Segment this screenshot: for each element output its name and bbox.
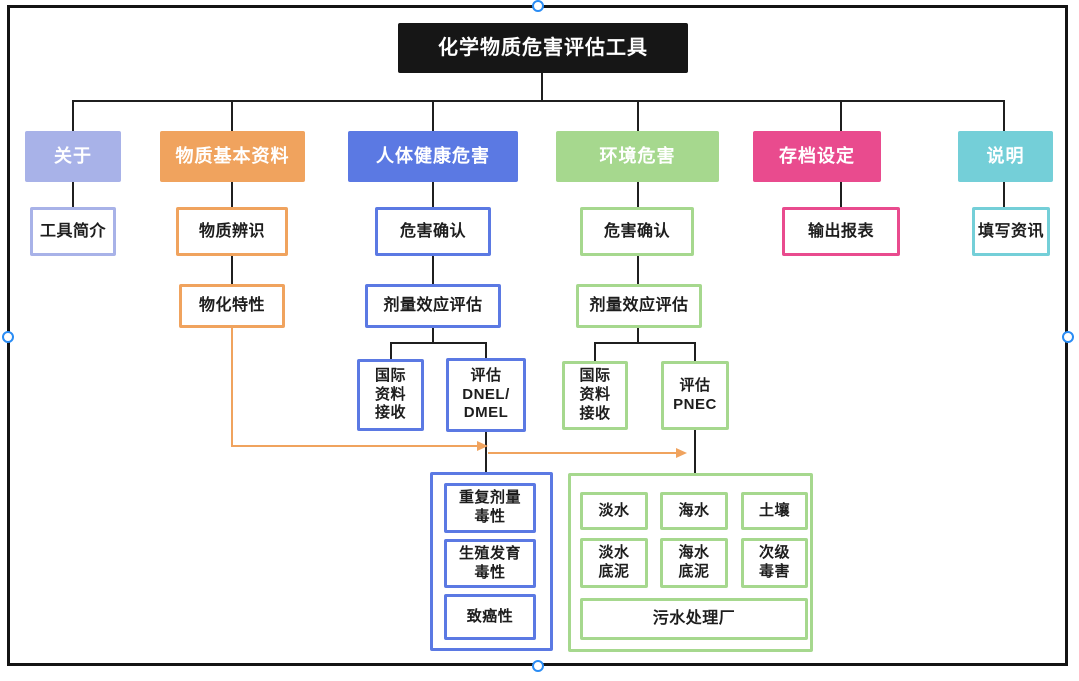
node-carcinogenicity[interactable]: 致癌性 [444,594,536,640]
connector-line [637,256,639,284]
connector-line [840,100,842,131]
connector-line [637,328,639,344]
node-env-dose-response[interactable]: 剂量效应评估 [576,284,702,328]
node-substance-identification[interactable]: 物质辨识 [176,207,288,256]
node-assess-pnec[interactable]: 评估 PNEC [661,361,729,430]
node-archive-settings[interactable]: 存档设定 [753,131,881,182]
resize-handle-bottom[interactable] [532,660,544,672]
connector-line [637,100,639,131]
flow-line [231,445,477,447]
node-health-international-data[interactable]: 国际 资料 接收 [357,359,424,431]
arrowhead-icon [676,448,687,458]
node-root-title[interactable]: 化学物质危害评估工具 [398,23,688,73]
connector-line [840,182,842,207]
node-soil[interactable]: 土壤 [741,492,808,530]
connector-line [72,182,74,207]
connector-line [485,344,487,359]
node-reproductive-toxicity[interactable]: 生殖发育 毒性 [444,539,536,588]
node-physicochemical-properties[interactable]: 物化特性 [179,284,285,328]
node-environmental-hazard[interactable]: 环境危害 [556,131,719,182]
node-env-international-data[interactable]: 国际 资料 接收 [562,361,628,430]
connector-line [594,344,596,361]
node-human-health-hazard[interactable]: 人体健康危害 [348,131,518,182]
arrowhead-icon [477,441,488,451]
node-wwtp[interactable]: 污水处理厂 [580,598,808,640]
node-health-hazard-confirmation[interactable]: 危害确认 [375,207,491,256]
connector-line [72,100,1005,102]
connector-line [390,342,487,344]
flow-line [488,452,676,454]
connector-line [541,73,543,101]
node-freshwater-sediment[interactable]: 淡水 底泥 [580,538,648,588]
connector-line [1003,182,1005,207]
node-assess-dnel-dmel[interactable]: 评估 DNEL/ DMEL [446,358,526,432]
connector-line [231,256,233,284]
node-health-dose-response[interactable]: 剂量效应评估 [365,284,501,328]
connector-line [432,182,434,207]
node-help[interactable]: 说明 [958,131,1053,182]
resize-handle-right[interactable] [1062,331,1074,343]
flow-line [231,328,233,447]
resize-handle-left[interactable] [2,331,14,343]
connector-line [432,100,434,131]
node-env-hazard-confirmation[interactable]: 危害确认 [580,207,694,256]
node-tool-intro[interactable]: 工具简介 [30,207,116,256]
connector-line [390,344,392,359]
node-repeated-dose-toxicity[interactable]: 重复剂量 毒性 [444,483,536,533]
connector-line [694,344,696,361]
connector-line [72,100,74,131]
connector-line [432,256,434,284]
connector-line [694,430,696,473]
node-freshwater[interactable]: 淡水 [580,492,648,530]
connector-line [1003,100,1005,131]
connector-line [485,432,487,472]
node-seawater-sediment[interactable]: 海水 底泥 [660,538,728,588]
node-secondary-poisoning[interactable]: 次级 毒害 [741,538,808,588]
connector-line [637,182,639,207]
connector-line [231,100,233,131]
node-basic-info[interactable]: 物质基本资料 [160,131,305,182]
node-seawater[interactable]: 海水 [660,492,728,530]
node-about[interactable]: 关于 [25,131,121,182]
node-fill-info[interactable]: 填写资讯 [972,207,1050,256]
connector-line [594,342,696,344]
node-output-report[interactable]: 输出报表 [782,207,900,256]
connector-line [231,182,233,207]
connector-line [432,328,434,344]
resize-handle-top[interactable] [532,0,544,12]
